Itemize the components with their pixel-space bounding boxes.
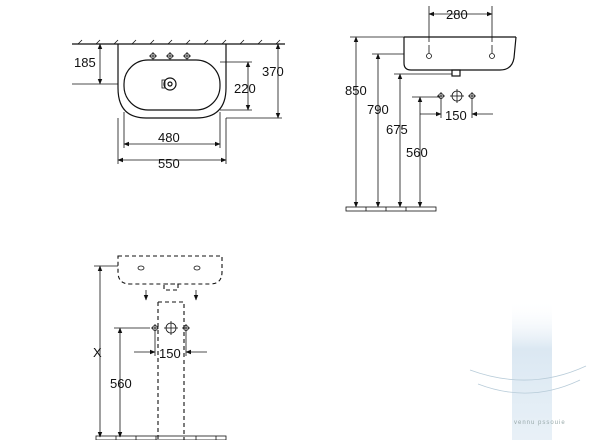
dim-550: 550: [158, 156, 180, 171]
drain-center: [167, 81, 173, 87]
dim-675: 675: [386, 122, 408, 137]
top-view: 185 370 220 480 550: [72, 39, 285, 171]
basin-bowl: [123, 59, 221, 111]
dim-x: X: [93, 345, 102, 360]
overflow-slot: [161, 79, 166, 89]
side-outlet: [451, 69, 461, 77]
watermark-band: [512, 300, 552, 440]
wall-hatch: [77, 39, 281, 45]
dim-150-side: 150: [445, 108, 467, 123]
side-view: 280 850 790 675 560: [345, 6, 517, 212]
basin-outline: [117, 44, 227, 119]
dim-560-side: 560: [406, 145, 428, 160]
dim-480: 480: [158, 130, 180, 145]
dim-185: 185: [74, 55, 96, 70]
side-tap-holes: [426, 45, 495, 59]
arrow-down-icons: [143, 290, 199, 301]
side-floor: [345, 206, 437, 212]
front-basin-outline: [117, 255, 223, 285]
dim-280: 280: [446, 7, 468, 22]
watermark-logo: vennu pssouie: [469, 300, 587, 440]
side-pipe-connections: [437, 89, 476, 103]
watermark-text: vennu pssouie: [514, 420, 566, 426]
tap-holes: [149, 52, 191, 60]
drain-icon: [163, 77, 177, 91]
front-floor: [95, 435, 227, 440]
front-view: X 560 150: [93, 255, 227, 440]
dim-370: 370: [262, 64, 284, 79]
front-outlet: [163, 283, 179, 291]
dim-790: 790: [367, 102, 389, 117]
dim-150-front: 150: [159, 346, 181, 361]
dim-850: 850: [345, 83, 367, 98]
front-pedestal: [157, 301, 185, 440]
dim-220: 220: [234, 81, 256, 96]
side-basin-body: [403, 36, 517, 71]
dim-560-front: 560: [110, 376, 132, 391]
front-pipe-connections: [151, 321, 190, 335]
front-tap-holes: [137, 265, 201, 271]
